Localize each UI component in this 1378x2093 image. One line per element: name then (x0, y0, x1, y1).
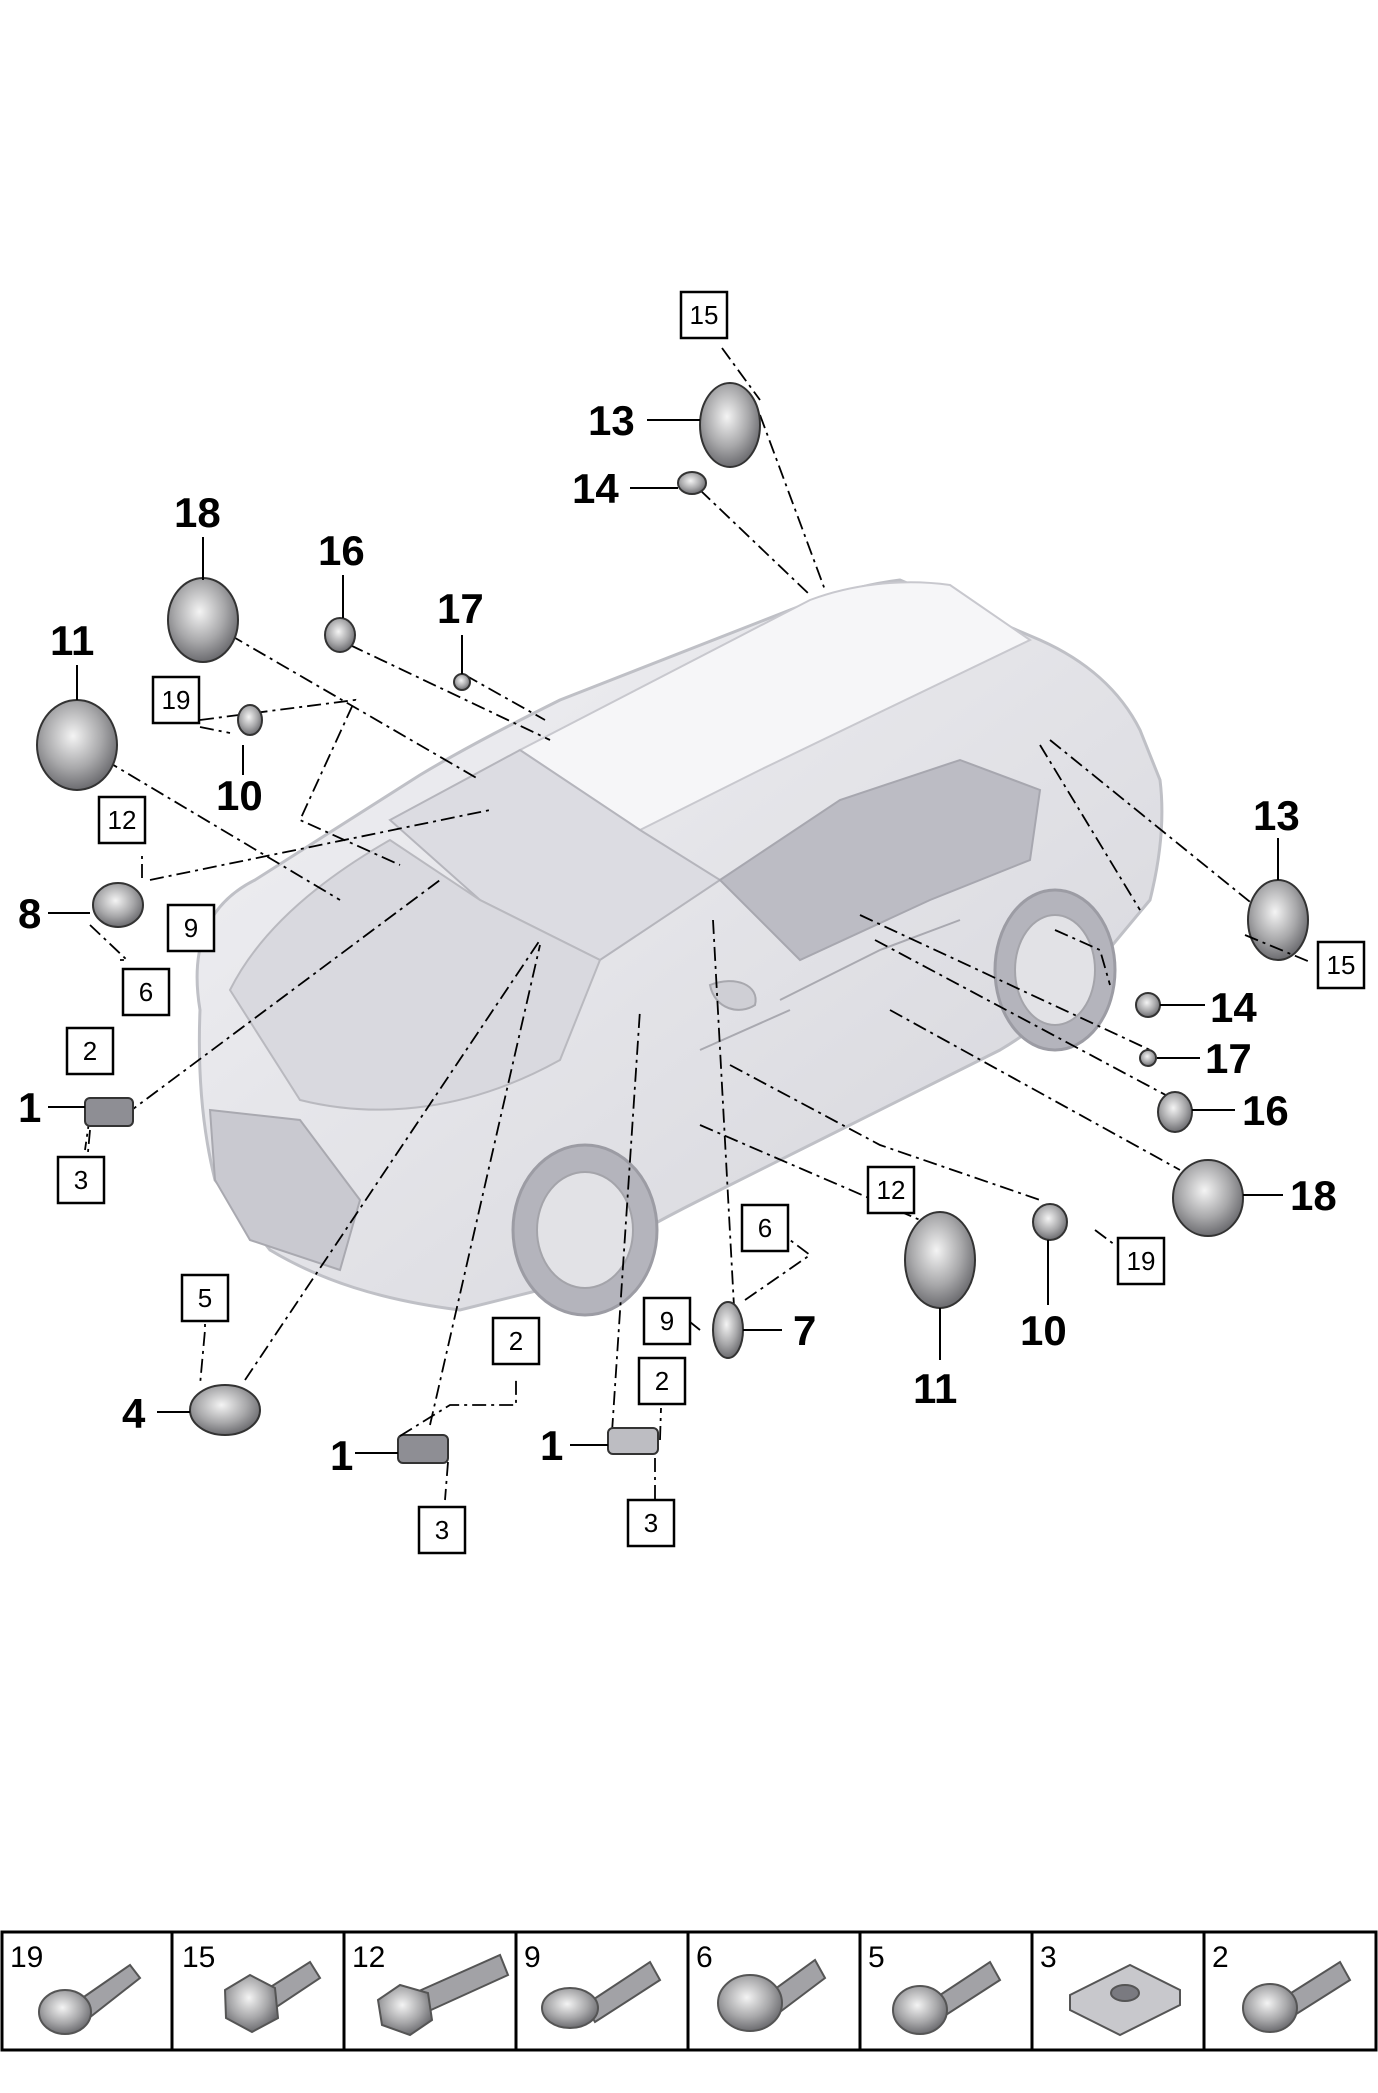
legend-item-15: 15 (182, 1941, 322, 2034)
bolt-icon (376, 1953, 510, 2037)
tweeter-14-top (677, 471, 707, 495)
module-1-a (84, 1097, 134, 1127)
box-9-right: 9 (660, 1306, 674, 1336)
legend-item-2: 2 (1212, 1941, 1352, 2033)
svg-text:12: 12 (352, 1941, 385, 1974)
module-1-b (397, 1434, 449, 1464)
callout-numbers: 13 14 18 16 17 11 10 8 1 4 1 1 13 14 17 … (18, 397, 1337, 1479)
screw-icon (223, 1960, 322, 2034)
box-19-right: 19 (1127, 1246, 1156, 1276)
callout-8: 8 (18, 890, 41, 937)
speaker-10-right (1032, 1203, 1068, 1241)
callout-leaders (48, 419, 1311, 1501)
legend-item-6: 6 (696, 1941, 827, 2032)
svg-text:2: 2 (1212, 1941, 1229, 1974)
speaker-11-right (904, 1211, 976, 1309)
legend-item-19: 19 (10, 1941, 142, 2035)
speaker-11-left (36, 699, 118, 791)
screw-icon (541, 1960, 662, 2029)
callout-10-right: 10 (1020, 1307, 1067, 1354)
callout-10-left: 10 (216, 772, 263, 819)
callout-11-left: 11 (50, 617, 94, 664)
clip-nut-icon (1069, 1963, 1181, 2037)
callout-14-top: 14 (572, 465, 619, 512)
tweeter-14-right (1135, 992, 1161, 1018)
box-3-b: 3 (435, 1515, 449, 1545)
legend-item-3: 3 (1040, 1941, 1181, 2037)
box-5: 5 (198, 1283, 212, 1313)
legend-item-9: 9 (524, 1941, 662, 2029)
speaker-7 (712, 1301, 744, 1359)
vehicle-illustration (195, 578, 1164, 1317)
part-17-left (453, 673, 471, 691)
svg-text:6: 6 (696, 1941, 713, 1974)
boxed-references: 15 19 12 9 6 2 3 5 2 3 2 3 15 12 19 6 9 (56, 290, 1366, 1555)
box-2-a: 2 (83, 1036, 97, 1066)
callout-4: 4 (122, 1390, 146, 1437)
screw-icon (38, 1963, 142, 2035)
callout-11-right: 11 (913, 1365, 957, 1412)
box-2-c: 2 (655, 1366, 669, 1396)
legend-item-5: 5 (868, 1941, 1002, 2035)
callout-7: 7 (793, 1307, 816, 1354)
speaker-16-left (324, 617, 356, 653)
box-19-left: 19 (162, 685, 191, 715)
callout-16-right: 16 (1242, 1087, 1289, 1134)
svg-text:19: 19 (10, 1941, 43, 1974)
speaker-4 (189, 1384, 261, 1436)
screw-icon (717, 1958, 827, 2032)
svg-text:15: 15 (182, 1941, 215, 1974)
box-2-b: 2 (509, 1326, 523, 1356)
box-15-top: 15 (690, 300, 719, 330)
callout-17-right: 17 (1205, 1035, 1252, 1082)
callout-17-left: 17 (437, 585, 484, 632)
box-12-right: 12 (877, 1175, 906, 1205)
box-9-left: 9 (184, 913, 198, 943)
svg-text:5: 5 (868, 1941, 885, 1974)
screw-icon (1242, 1960, 1352, 2033)
speaker-8 (92, 882, 144, 928)
box-3-c: 3 (644, 1508, 658, 1538)
callout-14-right: 14 (1210, 984, 1257, 1031)
box-3-a: 3 (74, 1165, 88, 1195)
screw-icon (892, 1960, 1002, 2035)
speaker-18-left (167, 577, 239, 663)
callout-1-a: 1 (18, 1084, 41, 1131)
box-6-left: 6 (139, 977, 153, 1007)
svg-text:9: 9 (524, 1941, 541, 1974)
speaker-18-right (1172, 1159, 1244, 1237)
callout-18-left: 18 (174, 489, 221, 536)
box-15-right: 15 (1327, 950, 1356, 980)
speaker-13-top (699, 382, 761, 468)
box-6-right: 6 (758, 1213, 772, 1243)
fastener-legend: 19 15 12 9 (0, 1930, 1378, 2052)
legend-item-12: 12 (352, 1941, 510, 2037)
callout-1-b: 1 (330, 1432, 353, 1479)
callout-13-top: 13 (588, 397, 635, 444)
callout-13-right: 13 (1253, 792, 1300, 839)
callout-1-c: 1 (540, 1422, 563, 1469)
callout-18-right: 18 (1290, 1172, 1337, 1219)
speaker-10-left (237, 704, 263, 736)
box-12-left: 12 (108, 805, 137, 835)
module-1-c (607, 1427, 659, 1455)
speaker-16-right (1157, 1091, 1193, 1133)
svg-text:3: 3 (1040, 1941, 1057, 1974)
part-17-right (1139, 1049, 1157, 1067)
callout-16-left: 16 (318, 527, 365, 574)
leader-lines (84, 347, 1261, 1433)
